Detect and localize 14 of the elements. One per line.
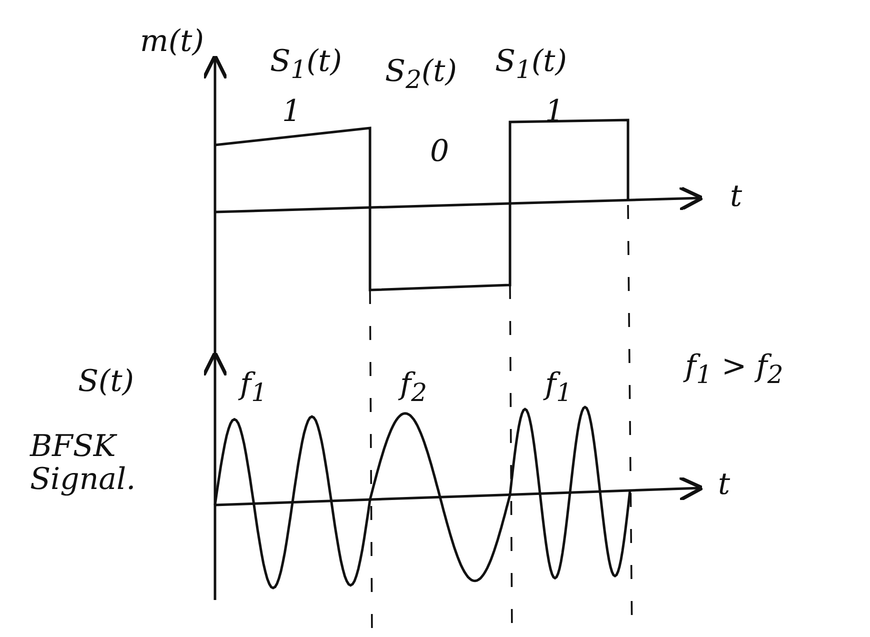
frequency-label: f$_{2}$ (400, 368, 428, 406)
signal-caption: BFSK Signal. (30, 430, 137, 496)
frequency-label: f$_{1}$ (545, 368, 572, 406)
symbol-label: S$_{1}$(t) (270, 45, 342, 84)
bit-value: 0 (430, 135, 450, 168)
bit-value: 1 (282, 95, 302, 128)
symbol-label: S$_{2}$(t) (385, 55, 457, 94)
frequency-label: f$_{1}$ (240, 368, 268, 406)
symbol-label: S$_{1}$(t) (495, 45, 567, 84)
axis-label: m(t) (140, 25, 204, 58)
axis-label: t (718, 468, 730, 501)
axis-label: t (730, 180, 742, 213)
axis-label: S(t) (78, 365, 134, 398)
frequency-relation: f$_{1}$ > f$_{2}$ (685, 350, 784, 388)
